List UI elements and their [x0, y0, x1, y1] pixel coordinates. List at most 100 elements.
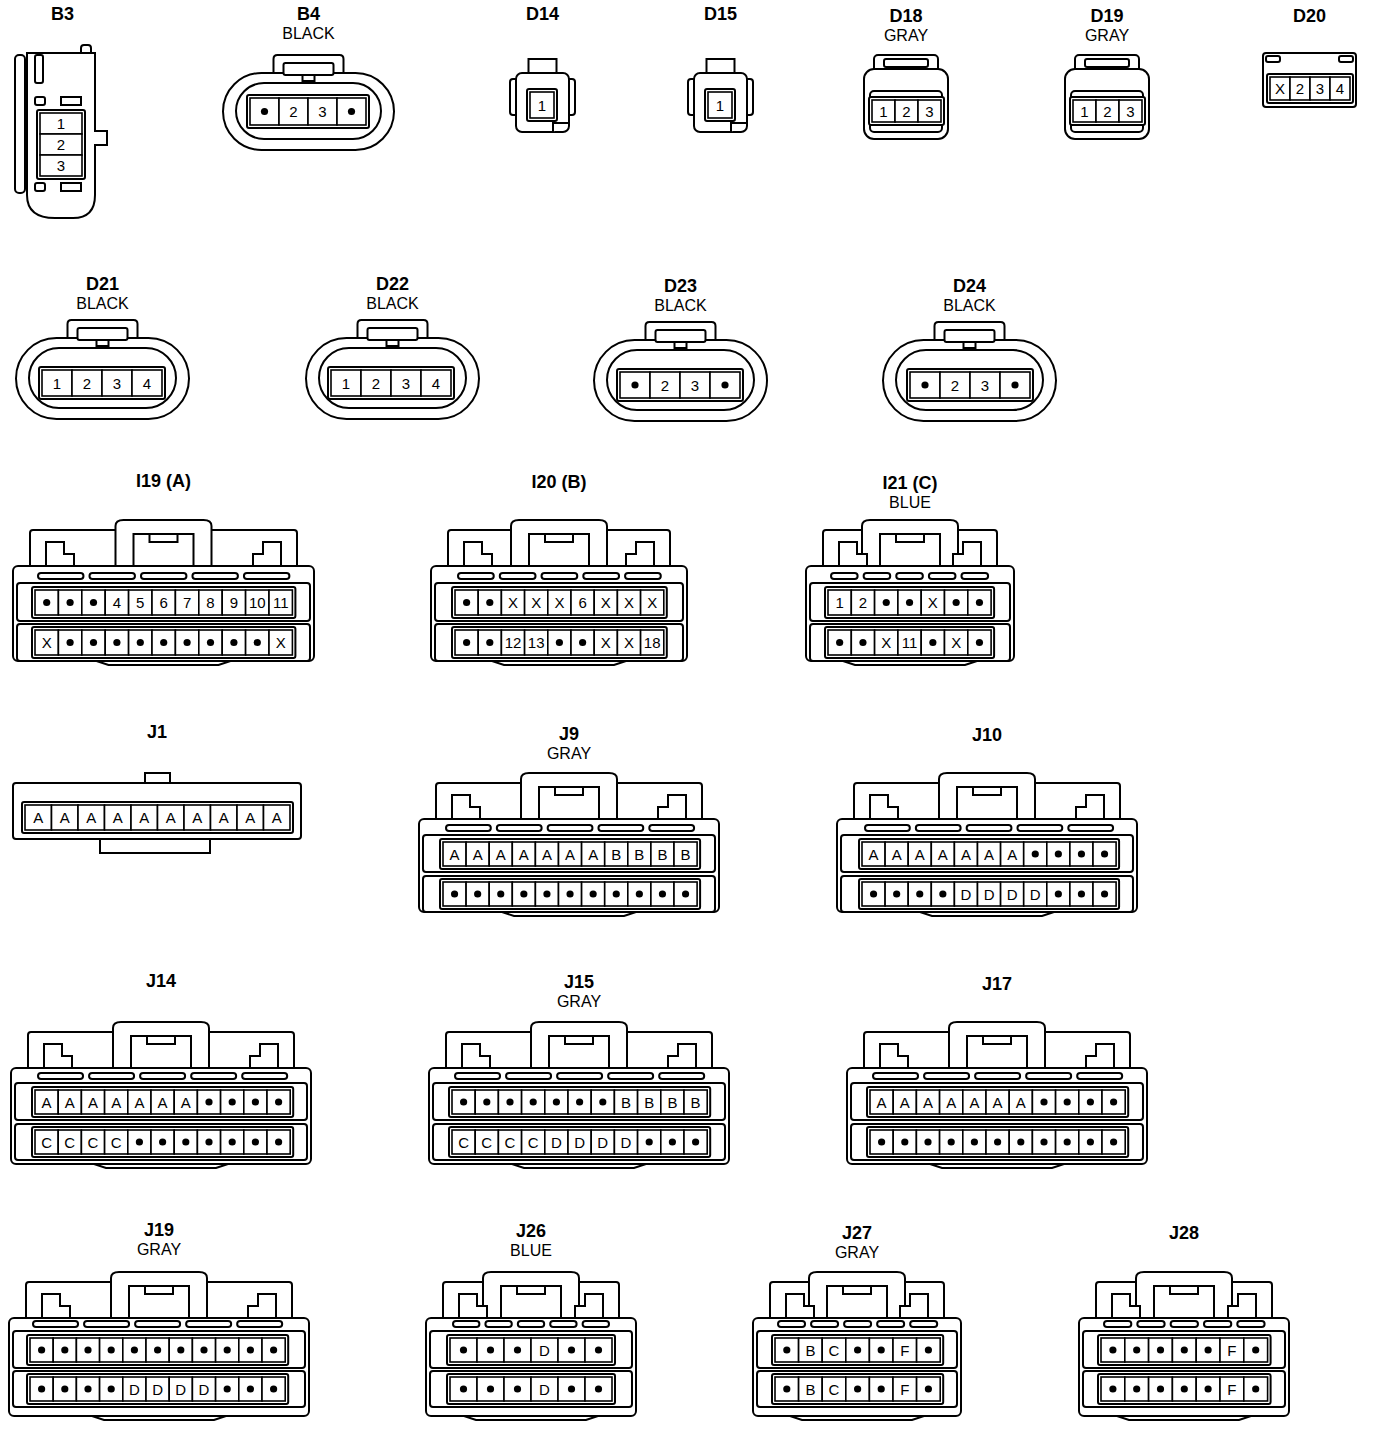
connector-housing: [418, 773, 720, 916]
pin-number: 4: [432, 376, 440, 391]
pin-number: 2: [902, 104, 910, 119]
pin-number: A: [111, 1095, 121, 1110]
pin-number: C: [481, 1135, 492, 1150]
pin-cell: 2: [650, 372, 680, 398]
pin-cell: B: [605, 842, 628, 866]
pin-cell: A: [893, 1090, 916, 1114]
pin-number: 2: [951, 378, 959, 393]
connector: D151: [688, 4, 753, 133]
connector-id: J28: [1078, 1223, 1290, 1243]
connector: J9GRAYAAAAAAABBBB: [418, 724, 720, 916]
connector: J28FF: [1078, 1223, 1290, 1420]
pin-cell: A: [466, 842, 489, 866]
pin-number: A: [139, 810, 149, 825]
pin-number: X: [601, 595, 611, 610]
pin-number: 2: [1296, 81, 1304, 96]
pin-cell: A: [105, 805, 132, 830]
pin-number: A: [1016, 1095, 1026, 1110]
pin-number: 3: [691, 378, 699, 393]
connector-color: GRAY: [8, 1240, 310, 1260]
connector-color: BLACK: [593, 296, 768, 316]
pin-cell: C: [475, 1130, 498, 1154]
pin-cell: D: [545, 1130, 568, 1154]
pin-number: 2: [859, 595, 867, 610]
pin-cell: 3: [308, 98, 337, 125]
pin-number: F: [900, 1343, 909, 1358]
pin-cell: A: [35, 1090, 58, 1114]
pin-cell: 1: [40, 113, 82, 134]
connector: D20X234: [1262, 6, 1357, 108]
pin-cell: 8: [199, 590, 222, 615]
pin-number: A: [42, 1095, 52, 1110]
pin-cell: A: [986, 1090, 1009, 1114]
pin-cell: C: [822, 1338, 846, 1362]
connector-color: BLACK: [882, 296, 1057, 316]
pin-number: 3: [981, 378, 989, 393]
pin-cell: X: [875, 630, 898, 655]
pin-number: 3: [1316, 81, 1324, 96]
pin-number: C: [111, 1135, 122, 1150]
pin-cell: B: [661, 1090, 684, 1114]
pin-cell: 6: [571, 590, 594, 615]
connector-color: GRAY: [428, 992, 730, 1012]
pin-number: A: [969, 1095, 979, 1110]
pin-cell: A: [870, 1090, 893, 1114]
pin-number: A: [519, 847, 529, 862]
connector-id: J17: [846, 974, 1148, 994]
pin-cell: B: [614, 1090, 637, 1114]
pin-number: A: [192, 810, 202, 825]
pin-number: D: [597, 1135, 608, 1150]
pin-cell: C: [35, 1130, 58, 1154]
pin-cell: 2: [895, 100, 918, 122]
connector: D21BLACK1234: [15, 274, 190, 420]
pin-cell: D: [192, 1377, 215, 1401]
pin-number: 1: [835, 595, 843, 610]
pin-number: 5: [136, 595, 144, 610]
pin-cell: B: [628, 842, 651, 866]
pin-cell: X: [269, 630, 292, 655]
pin-cell: A: [58, 1090, 81, 1114]
pin-number: D: [199, 1382, 210, 1397]
pin-cell: 4: [421, 370, 451, 396]
pin-cell: D: [568, 1130, 591, 1154]
pin-number: A: [450, 847, 460, 862]
pin-number: 3: [57, 158, 65, 173]
pin-number: A: [1007, 847, 1017, 862]
pin-cell: 12: [501, 630, 524, 655]
pin-number: A: [588, 847, 598, 862]
pin-cell: D: [531, 1338, 558, 1362]
connector: B3 1 2 3: [15, 4, 110, 218]
pin-number: D: [551, 1135, 562, 1150]
pin-cell: 1: [331, 370, 361, 396]
connector-id: B3: [15, 4, 110, 24]
connector-id: D19: [1063, 6, 1151, 26]
connector: J14AAAAAAACCCC: [10, 971, 312, 1168]
pin-cell: 5: [129, 590, 152, 615]
pin-number: C: [505, 1135, 516, 1150]
connector-color: GRAY: [1063, 26, 1151, 46]
pin-cell: 13: [525, 630, 548, 655]
connector-color: GRAY: [752, 1243, 962, 1263]
pin-cell: 2: [940, 372, 970, 398]
pin-number: 2: [372, 376, 380, 391]
pin-number: D: [175, 1382, 186, 1397]
pin-number: 11: [273, 595, 289, 610]
connector-id: D22: [305, 274, 480, 294]
pin-number: 1: [53, 376, 61, 391]
pin-number: 3: [1126, 104, 1134, 119]
connector: J19GRAYDDDD: [8, 1220, 310, 1420]
pin-cell: A: [128, 1090, 151, 1114]
pin-number: A: [961, 847, 971, 862]
connector-color: BLUE: [805, 493, 1015, 513]
pin-number: 12: [505, 635, 522, 650]
pin-cell: 1: [872, 100, 895, 122]
connector: J15GRAYBBBBCCCCDDDD: [428, 972, 730, 1168]
pin-number: A: [946, 1095, 956, 1110]
pin-number: 2: [57, 137, 65, 152]
connector-color: BLACK: [15, 294, 190, 314]
pin-cell: A: [916, 1090, 939, 1114]
pin-number: B: [644, 1095, 654, 1110]
pin-cell: B: [651, 842, 674, 866]
connector-id: J1: [12, 722, 302, 742]
connector: J27GRAYBCFBCF: [752, 1223, 962, 1420]
